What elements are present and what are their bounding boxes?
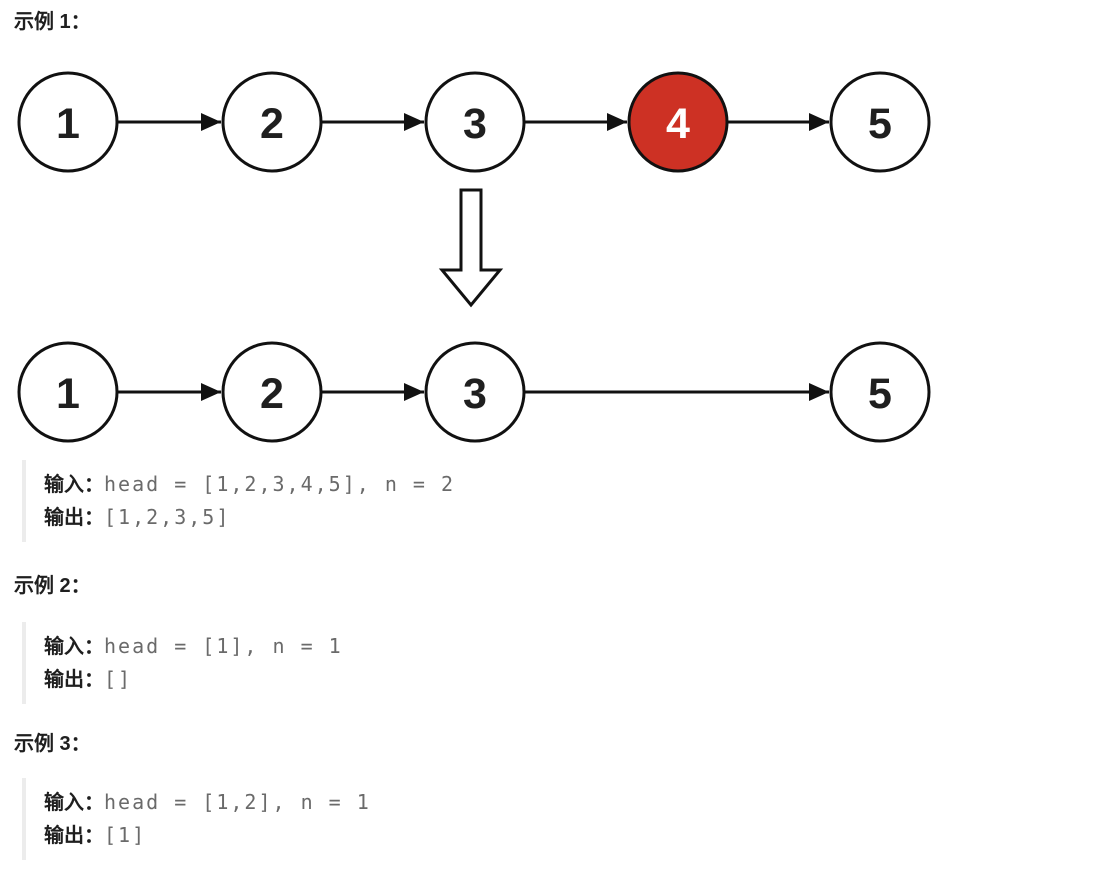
node-circle (17, 341, 119, 443)
example-2-output-line: 输出：[] (44, 663, 1098, 696)
node-value: 1 (56, 100, 80, 148)
output-value: [] (104, 667, 133, 691)
transform-down-arrow-icon (438, 188, 504, 308)
list-node: 5 (829, 341, 931, 443)
list-node: 3 (424, 341, 526, 443)
output-label: 输出： (44, 669, 104, 691)
example-3-output-line: 输出：[1] (44, 819, 1098, 852)
list-node-highlighted: 4 (627, 71, 729, 173)
node-value: 2 (260, 370, 284, 418)
node-circle (829, 71, 931, 173)
node-value: 3 (463, 370, 487, 418)
linked-list-svg: 1 2 3 4 5 1 2 3 5 (17, 71, 931, 443)
output-label: 输出： (44, 507, 104, 529)
linked-list-diagram: 1 2 3 4 5 1 2 3 5 (0, 60, 1098, 456)
example-3-io-block: 输入：head = [1,2], n = 1 输出：[1] (22, 778, 1098, 860)
input-label: 输入： (44, 636, 104, 658)
list-node: 2 (221, 341, 323, 443)
list-node: 1 (17, 341, 119, 443)
input-value: head = [1,2,3,4,5], n = 2 (104, 472, 456, 496)
example-2-title: 示例 2： (14, 575, 91, 597)
example-3-input-line: 输入：head = [1,2], n = 1 (44, 786, 1098, 819)
input-label: 输入： (44, 792, 104, 814)
input-value: head = [1], n = 1 (104, 634, 343, 658)
node-value: 4 (666, 100, 690, 148)
example-2-input-line: 输入：head = [1], n = 1 (44, 630, 1098, 663)
input-label: 输入： (44, 474, 104, 496)
node-circle (221, 341, 323, 443)
list-node: 5 (829, 71, 931, 173)
example-3-title: 示例 3： (14, 733, 91, 755)
list-node: 1 (17, 71, 119, 173)
node-circle (627, 71, 729, 173)
list-node: 2 (221, 71, 323, 173)
output-value: [1] (104, 823, 147, 847)
list-node: 3 (424, 71, 526, 173)
example-1-title: 示例 1： (14, 11, 91, 33)
example-1-input-line: 输入：head = [1,2,3,4,5], n = 2 (44, 468, 1098, 501)
output-value: [1,2,3,5] (104, 505, 231, 529)
output-label: 输出： (44, 825, 104, 847)
node-circle (221, 71, 323, 173)
node-value: 1 (56, 370, 80, 418)
node-value: 3 (463, 100, 487, 148)
node-circle (17, 71, 119, 173)
input-value: head = [1,2], n = 1 (104, 790, 371, 814)
node-circle (829, 341, 931, 443)
example-1-io-block: 输入：head = [1,2,3,4,5], n = 2 输出：[1,2,3,5… (22, 460, 1098, 542)
node-circle (424, 71, 526, 173)
example-2-io-block: 输入：head = [1], n = 1 输出：[] (22, 622, 1098, 704)
example-1-output-line: 输出：[1,2,3,5] (44, 501, 1098, 534)
node-value: 2 (260, 100, 284, 148)
node-value: 5 (868, 100, 892, 148)
node-circle (424, 341, 526, 443)
node-value: 5 (868, 370, 892, 418)
